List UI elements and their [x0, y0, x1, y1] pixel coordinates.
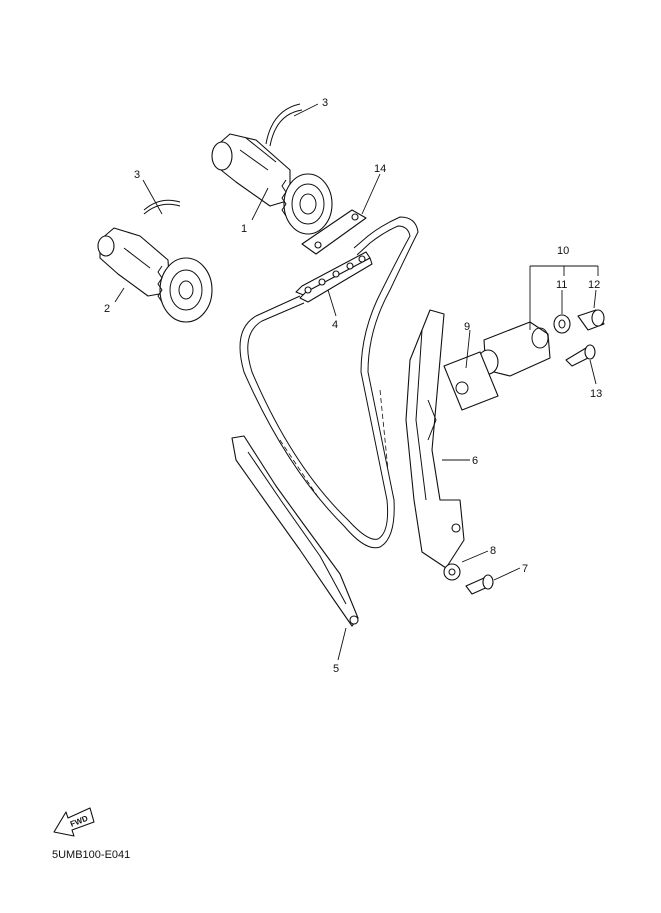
camshaft-2: [97, 227, 213, 323]
callout-1: 1: [241, 223, 247, 235]
washer-small: [443, 563, 461, 581]
clip-upper: [265, 103, 303, 147]
callout-7: 7: [522, 563, 528, 575]
chain-guide-plate: [301, 209, 367, 255]
timing-chain: [239, 216, 419, 549]
leader-lines: [114, 103, 599, 661]
camshaft-1: [211, 133, 333, 235]
callout-8: 8: [490, 545, 496, 557]
callout-11: 11: [556, 279, 567, 291]
callout-4: 4: [332, 319, 338, 331]
plug-bolt: [577, 309, 605, 331]
fwd-arrow-icon: FWD: [53, 807, 95, 837]
gasket: [443, 351, 499, 411]
clip-lower: [143, 199, 181, 215]
washer: [553, 314, 571, 334]
chain-guide-6: [405, 309, 465, 569]
chain-link-section: [295, 251, 373, 303]
callout-14: 14: [374, 163, 386, 175]
callout-3-lower: 3: [134, 169, 140, 181]
diagram-code: 5UMB100-E041: [52, 849, 131, 861]
chain-guide-5: [231, 435, 359, 627]
bolt: [565, 344, 596, 367]
callout-6: 6: [472, 455, 478, 467]
callout-12: 12: [588, 279, 600, 291]
callout-5: 5: [333, 663, 339, 675]
guide-bolt: [465, 574, 494, 595]
callout-10: 10: [557, 245, 569, 257]
callout-3-upper: 3: [322, 97, 328, 109]
callout-2: 2: [104, 303, 110, 315]
chain-tensioner: [477, 321, 551, 377]
callout-9: 9: [464, 321, 470, 333]
callout-13: 13: [590, 388, 602, 400]
